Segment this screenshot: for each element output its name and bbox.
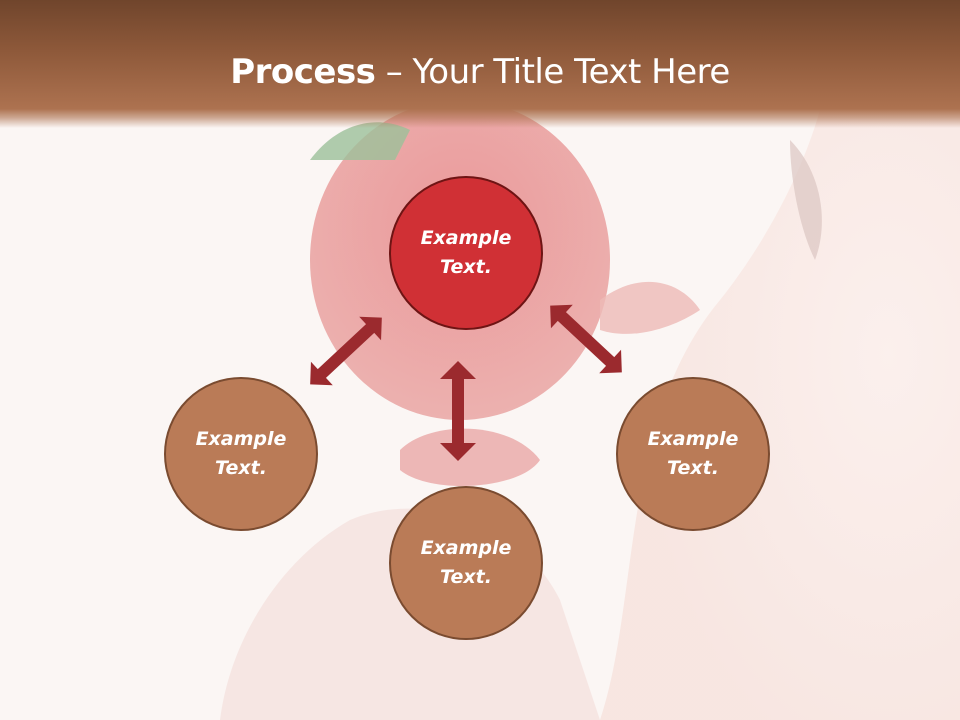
node-text-line1: Example [420,227,512,249]
double-arrow-vertical-icon [440,361,476,461]
title-rest: – Your Title Text Here [375,52,731,92]
double-arrow-right-icon [550,304,622,374]
slide-title: Process – Your Title Text Here [0,52,960,92]
node-text-line2: Text. [440,566,492,588]
double-arrow-left-icon [310,316,382,386]
node-text-line1: Example [420,537,512,559]
title-bold: Process [230,52,376,92]
title-bar [0,0,960,128]
node-text-line1: Example [647,428,739,450]
node-text-line1: Example [195,428,287,450]
node-text-line2: Text. [440,256,492,278]
node-text-line2: Text. [667,457,719,479]
node-text-line2: Text. [215,457,267,479]
